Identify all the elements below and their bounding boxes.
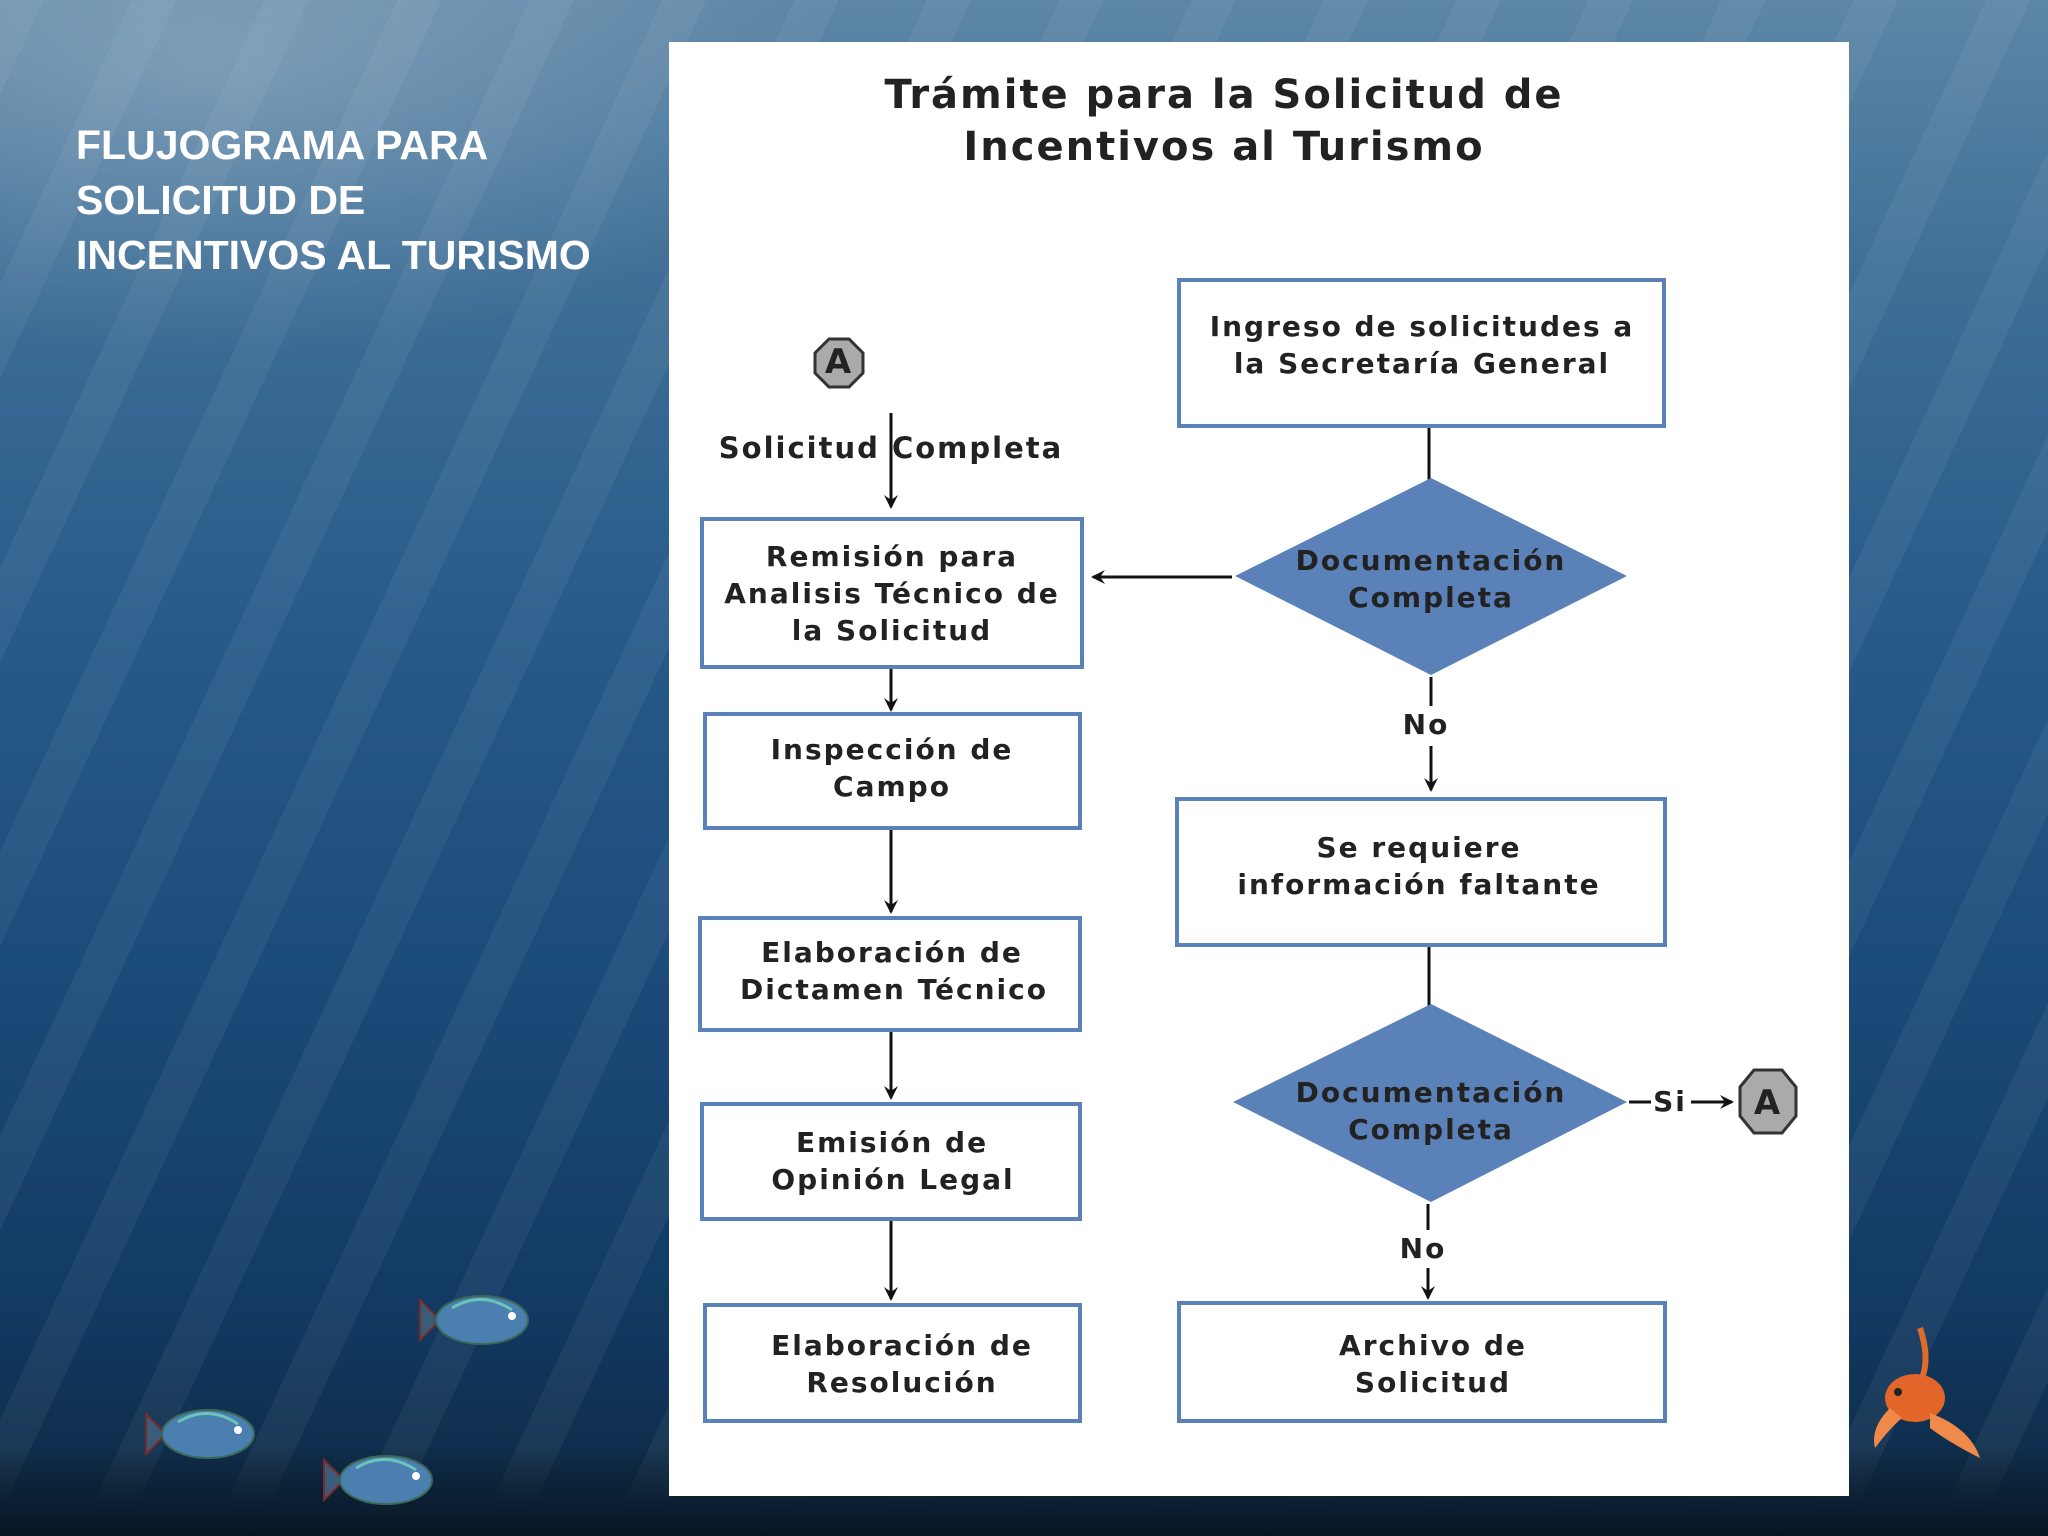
flowchart-panel: Trámite para la Solicitud de Incentivos … — [669, 42, 1849, 1496]
box-ingreso-line-1: Ingreso de solicitudes a — [1210, 310, 1635, 343]
process-box-inspeccion: Inspección de Campo — [703, 712, 1082, 830]
edge-label-no-1: No — [1403, 708, 1450, 741]
box-remision-line-1: Remisión para — [766, 540, 1018, 573]
process-box-resolucion: Elaboración de Resolución — [703, 1303, 1082, 1423]
process-box-archivo: Archivo de Solicitud — [1177, 1301, 1667, 1423]
connector-a-start — [813, 337, 865, 389]
fish-icon — [419, 1295, 529, 1345]
slide-title: FLUJOGRAMA PARA SOLICITUD DE INCENTIVOS … — [76, 122, 591, 278]
box-remision-line-2: Analisis Técnico de — [724, 577, 1060, 610]
box-opinion-line-1: Emisión de — [796, 1126, 988, 1159]
box-requiere-line-2: información faltante — [1237, 868, 1600, 901]
decision-1-line-1: Documentación — [1296, 544, 1567, 577]
box-resolucion-line-1: Elaboración de — [771, 1329, 1033, 1362]
decision-diamond-1: Documentación Completa — [1235, 478, 1627, 675]
decision-diamond-2: Documentación Completa — [1233, 1004, 1627, 1202]
process-box-requiere: Se requiere información faltante — [1175, 797, 1667, 947]
diagram-title-line-1: Trámite para la Solicitud de — [884, 72, 1563, 118]
process-box-opinion: Emisión de Opinión Legal — [700, 1102, 1082, 1221]
flowchart-diagram: Trámite para la Solicitud de Incentivos … — [698, 72, 1798, 1423]
connector-a-end-label: A — [1754, 1083, 1782, 1123]
box-remision-line-3: la Solicitud — [792, 614, 992, 647]
edge-label-solicitud-completa: Solicitud Completa — [719, 431, 1063, 465]
box-dictamen-line-2: Dictamen Técnico — [740, 973, 1048, 1006]
connector-a-start-label: A — [825, 342, 853, 382]
diagram-title-line-2: Incentivos al Turismo — [963, 124, 1484, 170]
box-inspeccion-line-2: Campo — [833, 770, 951, 803]
box-inspeccion-line-1: Inspección de — [771, 733, 1014, 766]
decision-1-line-2: Completa — [1348, 581, 1514, 614]
edge-label-si: Si — [1653, 1085, 1687, 1118]
edge-label-bg-no-1 — [1404, 706, 1454, 746]
process-box-remision: Remisión para Analisis Técnico de la Sol… — [700, 517, 1084, 669]
edge-label-bg-si — [1651, 1084, 1691, 1118]
fish-icon — [145, 1409, 255, 1459]
decision-2-line-1: Documentación — [1296, 1076, 1567, 1109]
box-resolucion-line-2: Resolución — [806, 1366, 997, 1399]
process-box-dictamen: Elaboración de Dictamen Técnico — [698, 916, 1082, 1032]
process-box-ingreso: Ingreso de solicitudes a la Secretaría G… — [1177, 278, 1666, 428]
box-requiere-line-1: Se requiere — [1316, 831, 1521, 864]
fish-icon — [323, 1455, 433, 1505]
box-archivo-line-2: Solicitud — [1355, 1366, 1511, 1399]
edge-label-bg-no-2 — [1399, 1230, 1451, 1268]
box-ingreso-line-2: la Secretaría General — [1234, 347, 1610, 380]
box-opinion-line-2: Opinión Legal — [771, 1163, 1014, 1196]
box-archivo-line-1: Archivo de — [1339, 1329, 1527, 1362]
box-dictamen-line-1: Elaboración de — [761, 936, 1023, 969]
decision-2-line-2: Completa — [1348, 1113, 1514, 1146]
edge-label-no-2: No — [1400, 1232, 1447, 1265]
connector-a-end — [1738, 1068, 1798, 1135]
goldfish-icon — [1874, 1327, 1980, 1458]
